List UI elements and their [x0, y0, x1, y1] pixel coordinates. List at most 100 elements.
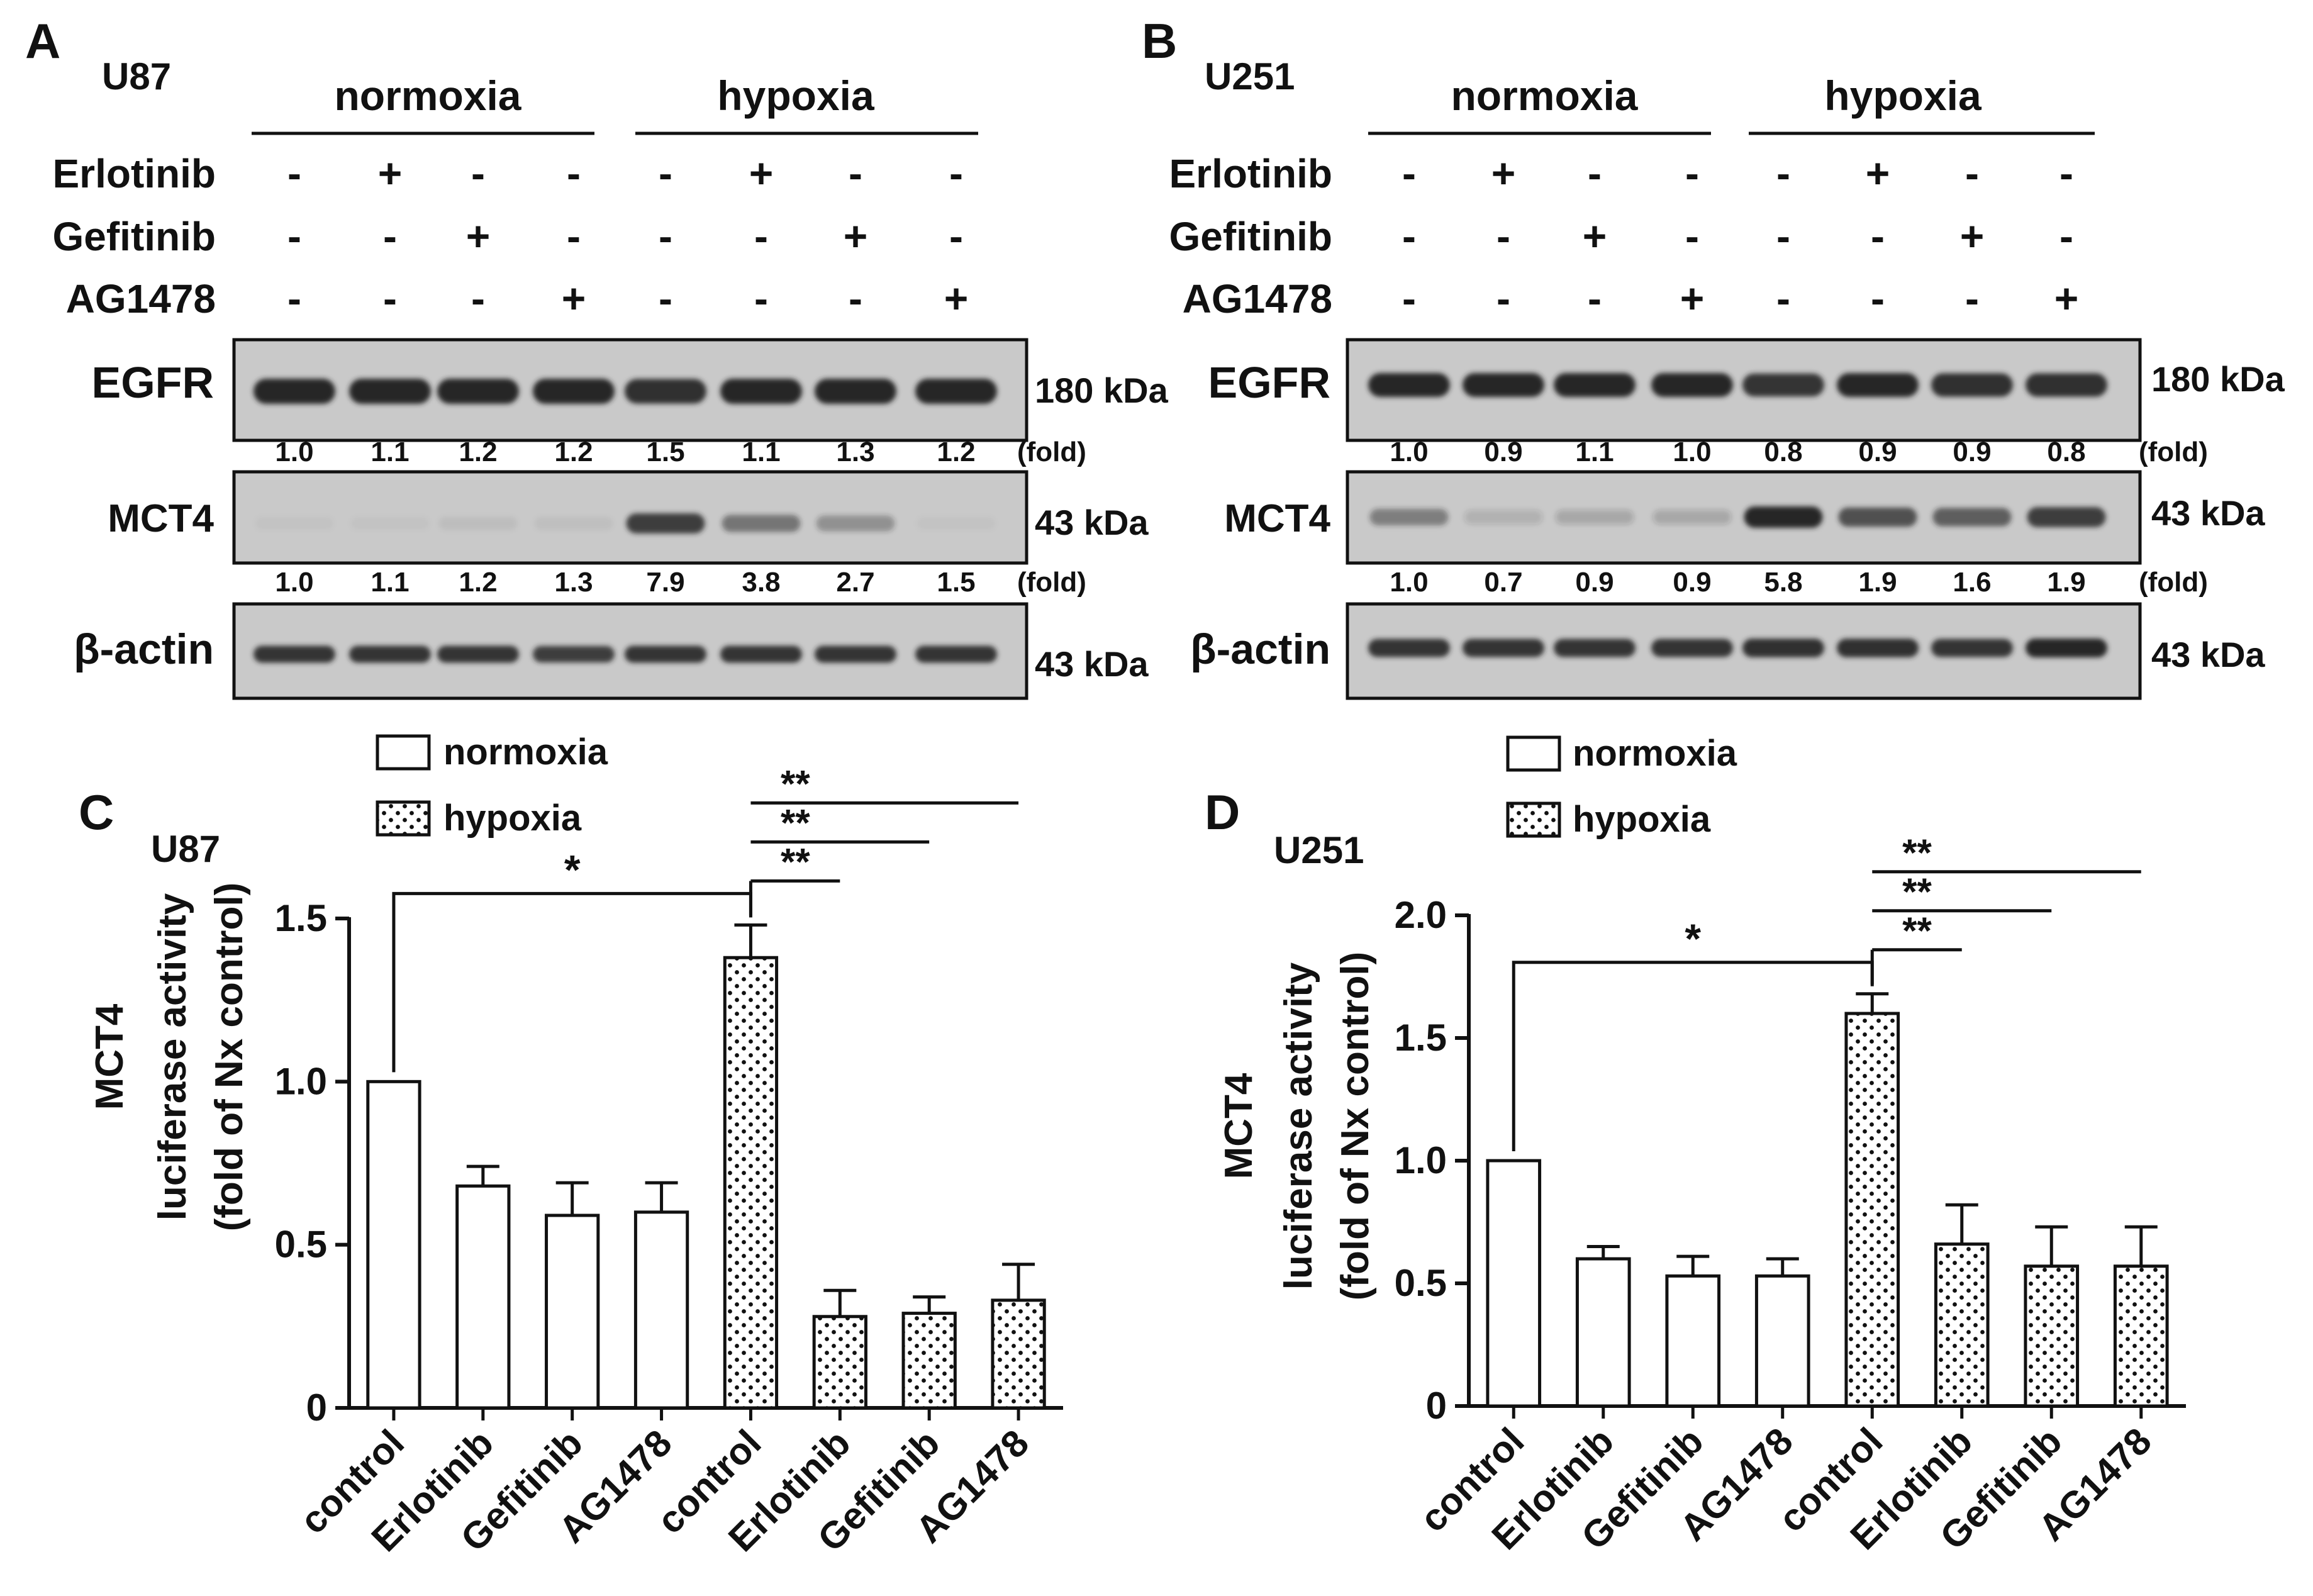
- treatment-sign: +: [749, 150, 774, 196]
- blot-band: [1651, 373, 1733, 397]
- treatment-sign: -: [754, 213, 768, 259]
- treatment-sign: -: [1965, 150, 1979, 196]
- fold-value: 7.9: [646, 567, 684, 598]
- blot-band: [1932, 508, 2012, 527]
- fold-value: 1.0: [1390, 567, 1428, 598]
- fold-value: 1.1: [1575, 437, 1614, 467]
- band-group: [1369, 506, 2106, 528]
- bar-chart-d-plot: 00.51.01.52.0controlErlotinibGefitinibAG…: [1395, 832, 2186, 1558]
- fold-value: 1.5: [646, 437, 684, 467]
- protein-label: EGFR: [1208, 358, 1330, 407]
- legend-label: hypoxia: [443, 798, 582, 839]
- blot-band: [533, 379, 615, 404]
- blot-band: [816, 515, 895, 532]
- fold-value: 0.9: [1673, 567, 1711, 598]
- treatment-label: AG1478: [66, 276, 216, 321]
- legend-swatch-hypoxia: [376, 800, 431, 837]
- treatment-sign: -: [659, 150, 672, 196]
- blot-band: [1369, 508, 1449, 526]
- fold-value: 0.9: [1484, 437, 1522, 467]
- significance-marker: **: [1902, 871, 1932, 913]
- bar-chart-panel-c: C U87 normoxia hypoxia MCT4 luciferase a…: [79, 732, 1063, 1560]
- treatment-label: Gefitinib: [52, 214, 216, 259]
- protein-label: MCT4: [108, 497, 214, 540]
- blot-band: [1837, 373, 1919, 397]
- treatment-sign: -: [1402, 275, 1416, 321]
- y-tick-label: 0.5: [1395, 1262, 1447, 1304]
- blot-band: [1653, 510, 1732, 525]
- fold-value: 1.1: [371, 437, 409, 467]
- y-tick-label: 2.0: [1395, 894, 1447, 936]
- molecular-weight: 43 kDa: [1035, 503, 1149, 542]
- treatment-sign: -: [1871, 275, 1885, 321]
- treatment-sign: -: [659, 275, 672, 321]
- blot-band: [1651, 639, 1733, 657]
- y-tick-label: 0: [1426, 1385, 1447, 1427]
- treatment-sign: -: [2059, 150, 2073, 196]
- blot-band: [625, 645, 706, 663]
- treatment-sign: +: [1866, 150, 1890, 196]
- band-group: [1368, 639, 2107, 657]
- bar: [366, 1080, 421, 1410]
- bar: [812, 1315, 867, 1410]
- treatment-sign: -: [1685, 150, 1699, 196]
- fold-value: 1.9: [2047, 567, 2085, 598]
- bar: [2113, 1264, 2169, 1408]
- blot-band: [720, 379, 802, 404]
- blot-band: [254, 379, 335, 404]
- group-label-normoxia: normoxia: [1451, 72, 1638, 119]
- significance-marker: **: [1902, 910, 1932, 952]
- treatment-sign: -: [949, 150, 963, 196]
- blot-band: [625, 379, 706, 404]
- bar: [545, 1214, 600, 1410]
- treatment-sign: -: [1402, 150, 1416, 196]
- treatment-sign: -: [567, 150, 581, 196]
- treatment-sign-grid: -+---+----+---+----+---+: [287, 150, 968, 321]
- blot-band: [915, 379, 997, 404]
- treatment-sign: -: [1496, 275, 1510, 321]
- group-label-hypoxia: hypoxia: [1824, 72, 1982, 119]
- bar: [1575, 1257, 1631, 1408]
- blot-band: [1931, 373, 2013, 397]
- bar: [1665, 1274, 1721, 1408]
- bar: [2024, 1264, 2080, 1408]
- significance-marker: *: [1685, 915, 1701, 962]
- significance-marker: **: [781, 801, 810, 844]
- treatment-sign: -: [1402, 213, 1416, 259]
- treatment-sign: +: [1491, 150, 1516, 196]
- treatment-sign: -: [754, 275, 768, 321]
- treatment-sign: -: [1776, 150, 1790, 196]
- y-tick-label: 0: [306, 1387, 327, 1429]
- treatment-label: Gefitinib: [1169, 214, 1332, 259]
- blot-band: [2026, 639, 2107, 657]
- blot-band: [722, 515, 801, 532]
- legend-label: normoxia: [1573, 733, 1737, 774]
- blot-band: [2026, 373, 2107, 397]
- blot-band: [438, 516, 518, 530]
- treatment-label: Erlotinib: [1169, 151, 1332, 196]
- treatment-sign: -: [659, 213, 672, 259]
- blot-band: [1464, 510, 1543, 525]
- blot-band: [437, 645, 519, 663]
- legend-swatch-normoxia: [376, 734, 431, 771]
- fold-value: 5.8: [1764, 567, 1802, 598]
- bar-chart-c-plot: 00.51.01.5controlErlotinibGefitinibAG147…: [275, 762, 1063, 1560]
- y-axis-label: MCT4: [88, 1003, 131, 1110]
- fold-value: 1.0: [1390, 437, 1428, 467]
- molecular-weight: 180 kDa: [1035, 371, 1169, 410]
- significance-marker: **: [781, 762, 810, 805]
- fold-value: 1.1: [742, 437, 780, 467]
- blot-band: [349, 645, 431, 663]
- bar: [633, 1210, 689, 1410]
- fold-value: 1.0: [275, 437, 313, 467]
- panel-letter-c: C: [79, 784, 114, 840]
- blot-band: [349, 379, 431, 404]
- treatment-sign: -: [471, 275, 485, 321]
- blot-band: [534, 516, 613, 530]
- cell-line-label: U87: [151, 828, 220, 870]
- fold-value: 1.3: [554, 567, 593, 598]
- treatment-label: AG1478: [1183, 276, 1332, 321]
